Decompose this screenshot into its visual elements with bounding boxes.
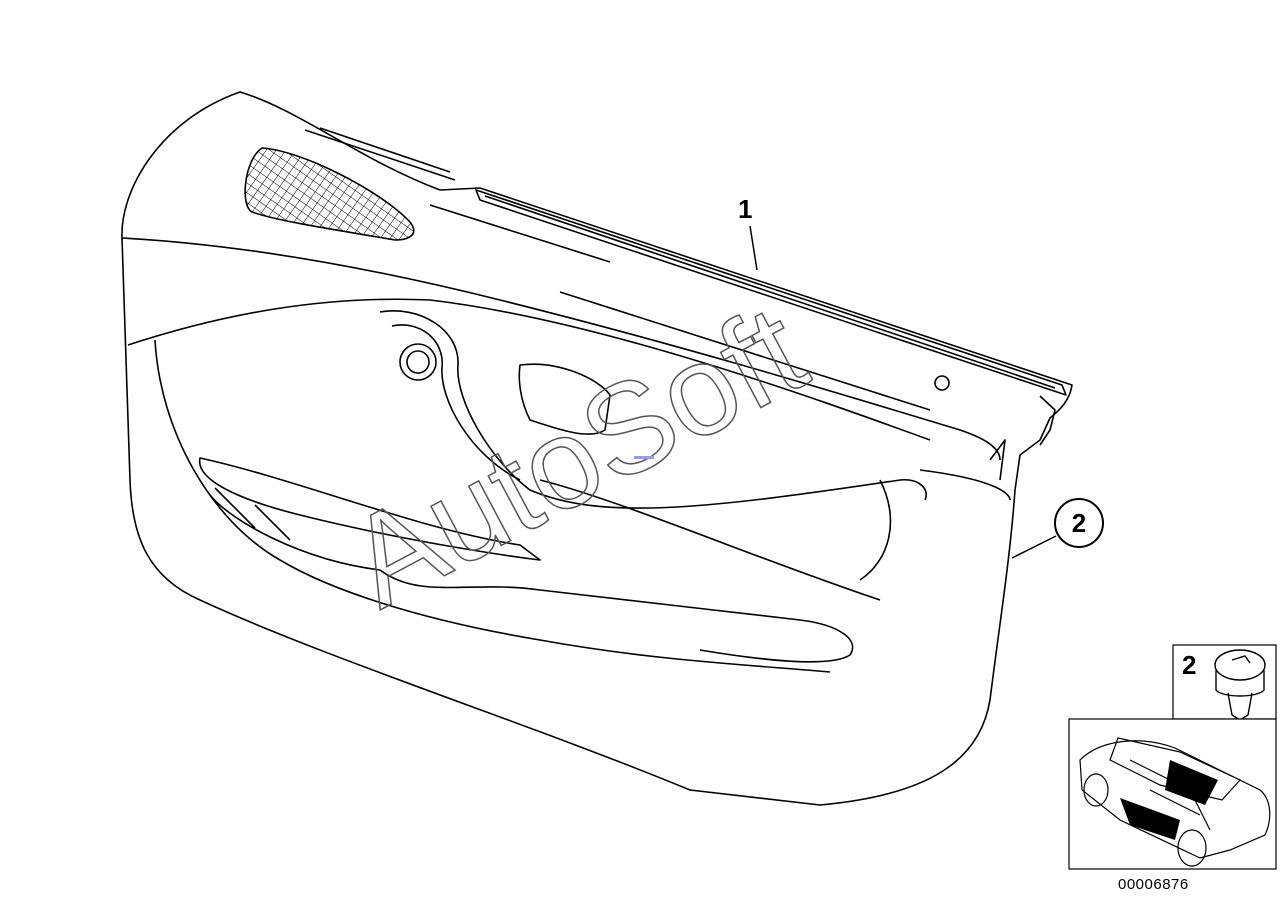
watermark-text: AutoSoft — [326, 278, 827, 635]
inset-clip: 2 — [1172, 644, 1277, 721]
watermark: AutoSoft — [325, 277, 827, 635]
inset-clip-label: 2 — [1182, 650, 1196, 680]
highlight-door-panel — [1120, 798, 1180, 840]
car-icon — [1079, 737, 1271, 867]
diagram-number: 00006876 — [1118, 876, 1189, 893]
callout-2-label: 2 — [1072, 508, 1086, 538]
callout-1: 1 — [738, 194, 758, 271]
marker-dash — [634, 456, 654, 459]
callout-1-label: 1 — [738, 194, 752, 224]
highlight-window-area — [1165, 760, 1218, 805]
door-trim-panel — [121, 91, 1073, 806]
callout-2: 2 — [1011, 498, 1104, 559]
inset-car-location — [1068, 718, 1277, 870]
